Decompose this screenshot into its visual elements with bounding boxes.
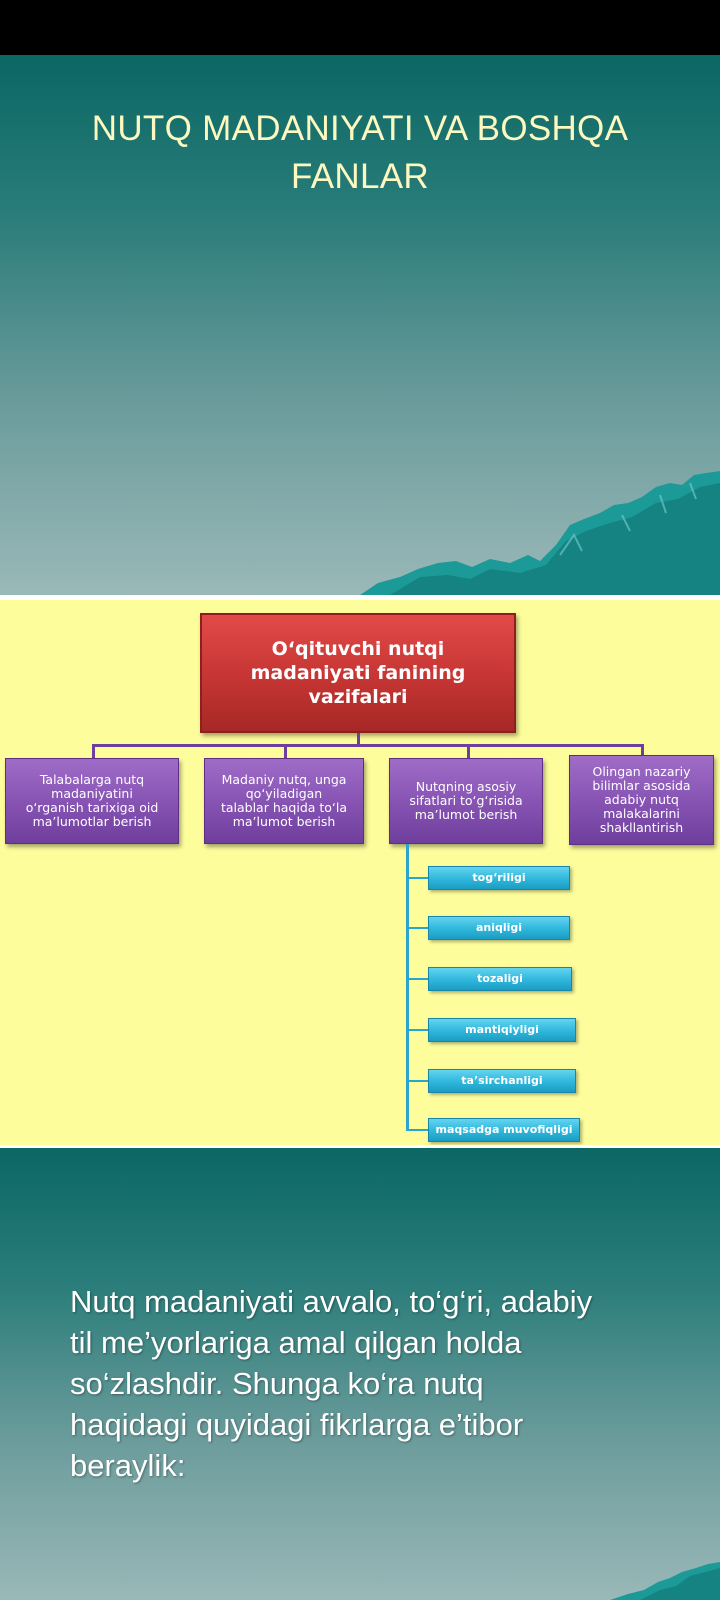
connector-child-2	[284, 744, 287, 758]
status-bar	[0, 0, 720, 55]
body-line-3: so‘zlashdir. Shunga ko‘ra nutq	[70, 1366, 484, 1401]
connector-child-1	[92, 744, 95, 758]
slide-diagram: O‘qituvchi nutqi madaniyati fanining vaz…	[0, 600, 720, 1145]
tick-5	[406, 1080, 428, 1082]
connector-child-4	[641, 744, 644, 758]
root-line-2: madaniyati fanining	[250, 662, 466, 684]
tick-2	[406, 927, 428, 929]
body-paragraph: Nutq madaniyati avvalo, to‘g‘ri, adabiy …	[70, 1281, 690, 1486]
slide-title: NUTQ MADANIYATI VA BOSHQA FANLAR	[0, 55, 720, 595]
child-4-line-2: bilimlar asosida	[592, 778, 691, 793]
child-node-4: Olingan nazariy bilimlar asosida adabiy …	[569, 755, 714, 845]
child-1-line-2: madaniyatini	[51, 786, 133, 801]
root-node: O‘qituvchi nutqi madaniyati fanining vaz…	[200, 613, 516, 733]
body-line-1: Nutq madaniyati avvalo, to‘g‘ri, adabiy	[70, 1284, 593, 1319]
connector-horizontal	[92, 744, 643, 747]
child-1-line-3: o‘rganish tarixiga oid	[25, 800, 159, 815]
quality-node-6: maqsadga muvofiqligi	[428, 1118, 580, 1142]
child-4-line-3: adabiy nutq	[604, 792, 679, 807]
slide-title-text: NUTQ MADANIYATI VA BOSHQA FANLAR	[40, 105, 680, 201]
tick-3	[406, 978, 428, 980]
child-3-line-3: ma’lumot berish	[414, 807, 518, 822]
child-4-line-4: malakalarini	[603, 806, 680, 821]
child-node-1: Talabalarga nutq madaniyatini o‘rganish …	[5, 758, 179, 844]
quality-node-1: tog‘riligi	[428, 866, 570, 890]
connector-root-down	[357, 733, 360, 745]
quality-node-4: mantiqiyligi	[428, 1018, 576, 1042]
child-node-3: Nutqning asosiy sifatlari to‘g‘risida ma…	[389, 758, 543, 844]
mountains-decoration	[360, 471, 720, 595]
child-1-line-4: ma’lumotlar berish	[32, 814, 152, 829]
title-line-1: NUTQ MADANIYATI VA BOSHQA	[91, 109, 629, 148]
title-line-2: FANLAR	[291, 157, 429, 196]
child-node-2: Madaniy nutq, unga qo‘yiladigan talablar…	[204, 758, 364, 844]
root-line-1: O‘qituvchi nutqi	[271, 638, 445, 660]
quality-node-5: ta’sirchanligi	[428, 1069, 576, 1093]
quality-node-2: aniqligi	[428, 916, 570, 940]
child-3-line-2: sifatlari to‘g‘risida	[409, 793, 523, 808]
root-line-3: vazifalari	[308, 686, 408, 708]
child-1-line-1: Talabalarga nutq	[39, 772, 145, 787]
child-2-line-4: ma’lumot berish	[232, 814, 336, 829]
child-2-line-2: qo‘yiladigan	[245, 786, 323, 801]
body-line-5: beraylik:	[70, 1448, 186, 1483]
tick-4	[406, 1029, 428, 1031]
slide-text	[0, 1148, 720, 1600]
mountains-decoration-small	[610, 1562, 720, 1600]
child-3-line-1: Nutqning asosiy	[415, 779, 517, 794]
child-4-line-5: shakllantirish	[599, 820, 684, 835]
body-line-4: haqidagi quyidagi fikrlarga e’tibor	[70, 1407, 524, 1442]
child-2-line-1: Madaniy nutq, unga	[221, 772, 347, 787]
quality-node-3: tozaligi	[428, 967, 572, 991]
tick-1	[406, 877, 428, 879]
connector-child-3	[467, 744, 470, 758]
child-2-line-3: talablar haqida to‘la	[220, 800, 348, 815]
child-4-line-1: Olingan nazariy	[592, 764, 691, 779]
tick-6	[406, 1129, 428, 1131]
body-line-2: til me’yorlariga amal qilgan holda	[70, 1325, 522, 1360]
connector-qualities-trunk	[406, 844, 409, 1130]
